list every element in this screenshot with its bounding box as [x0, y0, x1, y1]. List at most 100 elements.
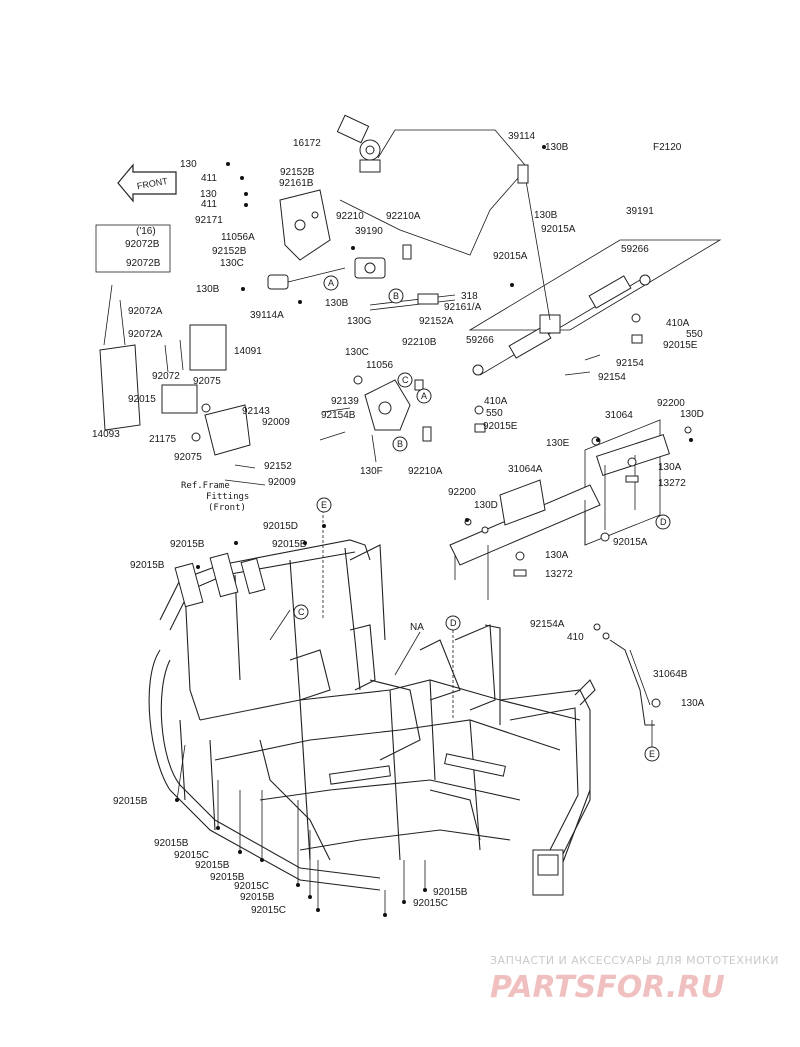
steering-shaft-line	[377, 129, 526, 166]
part-label: 92015B	[113, 796, 148, 807]
tie-rod-318	[369, 293, 456, 311]
svg-text:B: B	[397, 439, 403, 449]
part-label: 130A	[545, 550, 569, 561]
main-frame	[148, 539, 596, 896]
part-label: 11056	[366, 360, 394, 371]
part-label: 92210A	[408, 466, 443, 477]
svg-text:D: D	[660, 517, 667, 527]
part-label: 130	[180, 159, 197, 170]
universal-joint-lower	[267, 267, 346, 290]
part-label: 92015	[128, 394, 156, 405]
svg-text:C: C	[402, 375, 409, 385]
callout-E-2: E	[644, 746, 660, 762]
part-label: 130G	[347, 316, 372, 327]
part-label: 39191	[626, 206, 654, 217]
part-label: 92072	[152, 371, 180, 382]
svg-text:D: D	[450, 618, 457, 628]
crossmember-31064A	[449, 479, 601, 600]
power-steering-unit	[336, 114, 381, 173]
part-label: 31064B	[653, 669, 688, 680]
part-label: 130B	[196, 284, 220, 295]
svg-text:C: C	[298, 607, 305, 617]
part-label: 92143	[242, 406, 270, 417]
part-label: 92139	[331, 396, 359, 407]
part-label: 92154A	[530, 619, 565, 630]
part-label: 31064A	[508, 464, 543, 475]
part-label: 130B	[545, 142, 569, 153]
part-label: 39190	[355, 226, 383, 237]
part-label: 92015B	[170, 539, 205, 550]
mount-11056	[319, 375, 432, 463]
part-label: 11056A	[221, 232, 255, 243]
part-label: 130D	[474, 500, 498, 511]
part-label: 92015B	[240, 892, 275, 903]
part-label: 14093	[92, 429, 120, 440]
part-label: 39114	[508, 131, 536, 142]
part-label: 92210A	[386, 211, 421, 222]
hardware-dots	[175, 145, 693, 917]
part-label: 130F	[360, 466, 383, 477]
part-label: 92015E	[483, 421, 518, 432]
callout-A-2: A	[416, 388, 432, 404]
part-label: 130A	[681, 698, 705, 709]
part-label: 92009	[268, 477, 296, 488]
part-label: 14091	[234, 346, 262, 357]
part-label: 92152A	[419, 316, 454, 327]
svg-text:E: E	[649, 749, 655, 759]
svg-text:Fittings: Fittings	[206, 492, 249, 502]
part-label: 92015B	[195, 860, 230, 871]
part-label: 550	[686, 329, 703, 340]
part-label: 92015B	[272, 539, 307, 550]
part-label: 92152B	[212, 246, 247, 257]
callout-D-1: D	[655, 514, 671, 530]
part-label: 130C	[345, 347, 369, 358]
part-label: 92072A	[128, 306, 163, 317]
steering-rack-39191	[468, 164, 722, 376]
part-label: 92200	[657, 398, 685, 409]
svg-text:A: A	[328, 278, 334, 288]
part-label: 31064	[605, 410, 633, 421]
part-label: 92210	[336, 211, 364, 222]
steering-bracket	[279, 189, 331, 261]
ref-frame-note: Ref.Frame Fittings (Front)	[181, 481, 249, 513]
part-label: 92171	[195, 215, 223, 226]
callout-E-1: E	[316, 497, 332, 513]
diagram-code: F2120	[653, 142, 682, 153]
part-label: 130A	[658, 462, 682, 473]
part-label: 92015B	[210, 872, 245, 883]
part-label: 92015E	[663, 340, 698, 351]
part-label: 92015C	[234, 881, 269, 892]
part-label: 92161/A	[444, 302, 482, 313]
shaft-mount-39190	[354, 244, 412, 279]
part-label: 411	[201, 199, 217, 210]
part-label: 92161B	[279, 178, 314, 189]
callout-C-1: C	[397, 372, 413, 388]
part-label: 92015C	[413, 898, 448, 909]
rack-hardware	[474, 313, 643, 433]
callout-B-2: B	[392, 436, 408, 452]
part-label: 550	[486, 408, 503, 419]
svg-text:Ref.Frame: Ref.Frame	[181, 481, 230, 491]
callout-B-1: B	[388, 288, 404, 304]
part-label: 92015A	[613, 537, 648, 548]
callout-D-2: D	[445, 615, 461, 631]
part-label: 59266	[466, 335, 494, 346]
leader-lines	[176, 505, 653, 915]
part-label: 92072B	[125, 239, 160, 250]
part-label: 92015A	[493, 251, 528, 262]
part-label: 92075	[174, 452, 202, 463]
part-label: 92009	[262, 417, 290, 428]
part-label: 92072B	[126, 258, 161, 269]
part-label: 92072A	[128, 329, 163, 340]
part-label: 410A	[666, 318, 690, 329]
frame-note: NA	[410, 622, 424, 633]
watermark-caption: ЗАПЧАСТИ И АКСЕССУАРЫ ДЛЯ МОТОТЕХНИКИ	[490, 954, 779, 967]
svg-text:(Front): (Front)	[208, 503, 246, 513]
part-label: 92075	[193, 376, 221, 387]
front-arrow-icon: FRONT	[117, 163, 177, 203]
callout-A-1: A	[323, 275, 339, 291]
part-label: 92015C	[251, 905, 286, 916]
part-label: 92154	[598, 372, 626, 383]
part-label: 410	[567, 632, 584, 643]
